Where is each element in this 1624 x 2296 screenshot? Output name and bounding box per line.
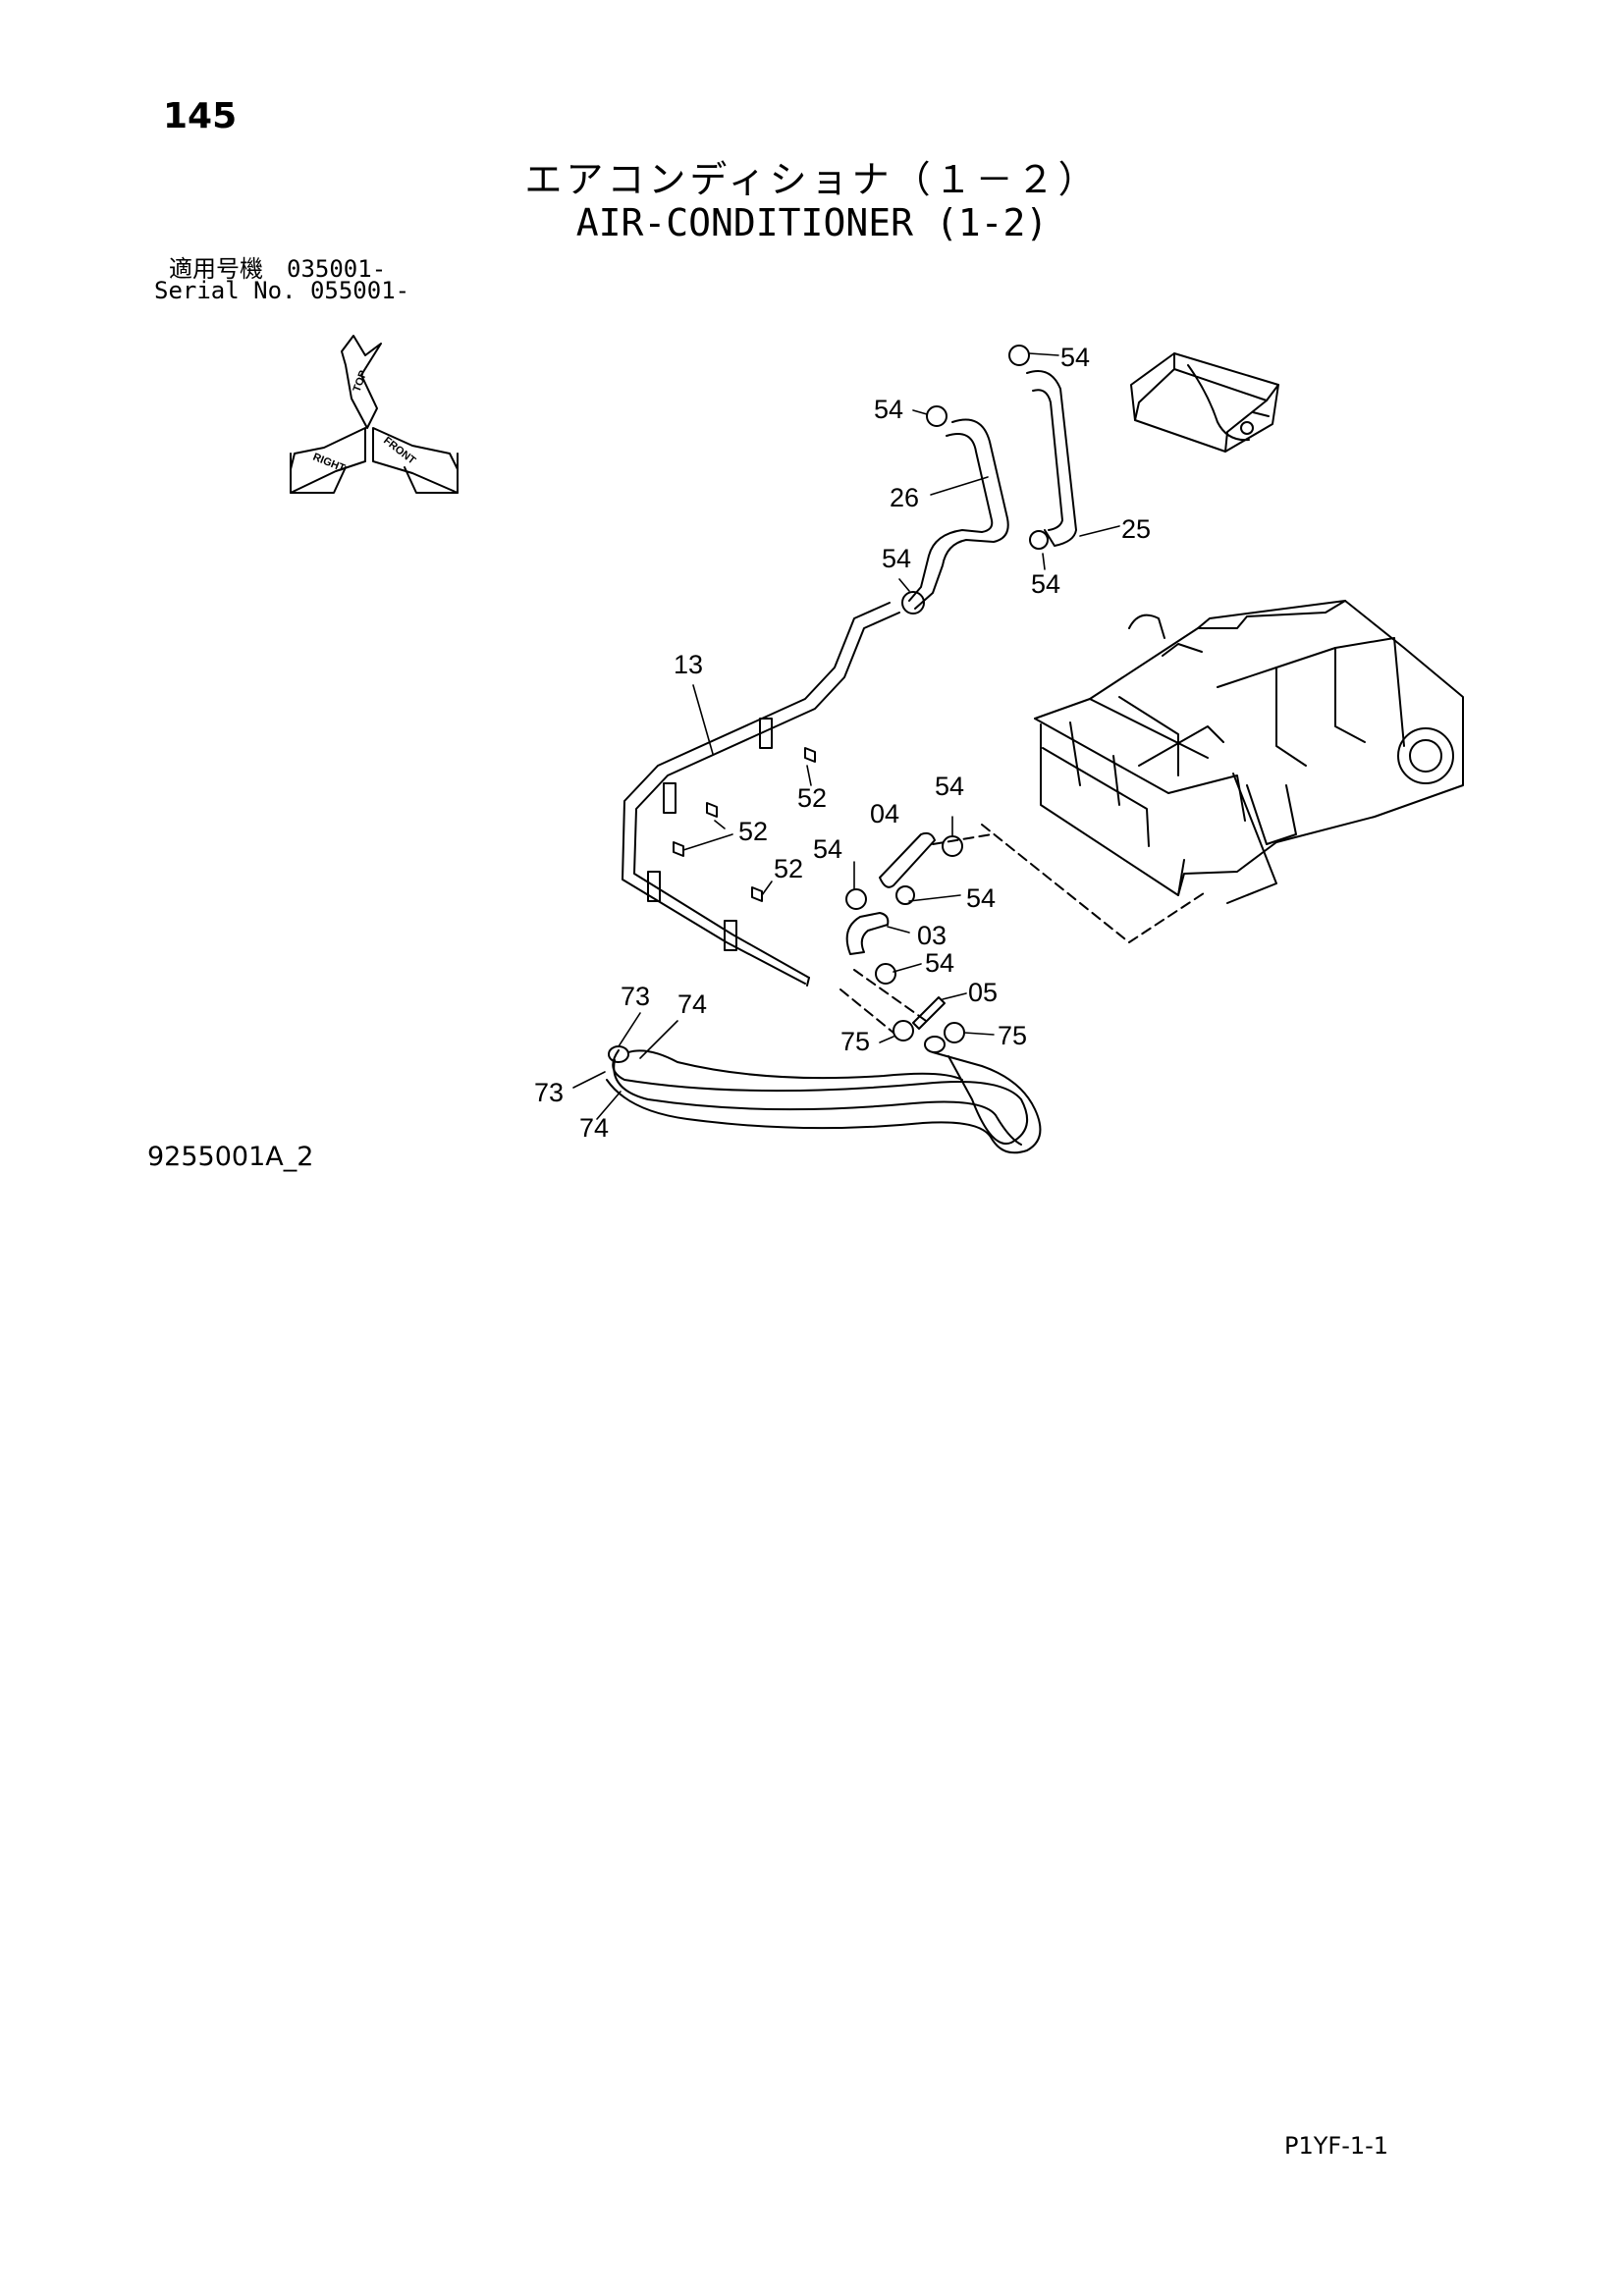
callout-54-hose03: 54: [966, 883, 996, 913]
orientation-top-label: TOP: [352, 369, 370, 394]
pipe-13: [622, 602, 900, 987]
footer-page-code: P1YF-1-1: [1284, 2132, 1389, 2160]
callout-52-c: 52: [774, 854, 803, 883]
callout-54-mid-right: 54: [1031, 569, 1060, 599]
bolts-52: [673, 747, 816, 902]
page-number: 145: [163, 96, 238, 136]
nipple-05: [912, 996, 946, 1030]
hose-04: [879, 831, 936, 888]
hose-26: [908, 418, 1009, 610]
callout-74-top: 74: [677, 989, 707, 1019]
callout-73-top: 73: [621, 982, 650, 1011]
callout-13: 13: [674, 650, 703, 679]
callout-52-a: 52: [797, 783, 827, 813]
heater-unit: [1034, 600, 1464, 904]
clamp-54-lower: [875, 963, 896, 985]
callout-75-right: 75: [998, 1021, 1027, 1050]
callout-04: 04: [870, 799, 899, 828]
callout-26: 26: [890, 483, 919, 512]
page-title-english: AIR-CONDITIONER (1-2): [575, 201, 1049, 244]
illustration-reference-code: 9255001A_2: [147, 1142, 314, 1172]
hose-25: [1026, 370, 1077, 547]
hose-03: [845, 912, 890, 955]
callout-54-left-clamp: 54: [813, 834, 842, 864]
callout-52-b: 52: [738, 817, 768, 846]
orientation-right-label: RIGHT: [311, 452, 347, 475]
right-arrow-block: [290, 453, 347, 494]
callout-54-upper-left: 54: [874, 395, 903, 424]
clamp-54-mid-right: [1029, 530, 1049, 550]
blower-motor-unit: [1130, 352, 1279, 453]
callout-54-lower: 54: [925, 948, 954, 978]
callout-75-left: 75: [840, 1027, 870, 1056]
serial-applicability-japanese: 適用号機 035001-: [169, 255, 387, 283]
callout-05: 05: [968, 978, 998, 1007]
callout-54-top: 54: [1060, 343, 1090, 372]
clamp-75-right: [944, 1022, 965, 1043]
clamp-54-right: [942, 835, 963, 857]
clamp-54-hose04-end: [895, 885, 915, 905]
clamp-54-top: [1008, 345, 1030, 366]
clamp-54-mid: [901, 591, 925, 614]
orientation-indicator: TOP RIGHT FRONT: [290, 335, 459, 494]
page-title-japanese: エアコンディショナ（１－２）: [524, 158, 1100, 201]
hoses-73-74: [606, 1036, 1042, 1154]
callout-54-mid: 54: [882, 544, 911, 573]
serial-applicability-english: Serial No. 055001-: [154, 277, 410, 304]
leader-lines: [572, 352, 1120, 1120]
callout-54-right-clamp: 54: [935, 772, 964, 801]
callout-numbers: 54 54 26 25 54 54 13 52 04 54 52 54 52 5…: [534, 343, 1151, 1143]
callout-73-bottom: 73: [534, 1078, 564, 1107]
top-arrow: [341, 335, 382, 429]
front-arrow-block: [404, 453, 459, 494]
clamp-54-upper-left: [926, 405, 947, 427]
clamp-54-left: [845, 888, 867, 910]
clamp-75-left: [893, 1020, 914, 1041]
callout-03: 03: [917, 921, 947, 950]
callout-74-bottom: 74: [579, 1113, 609, 1143]
callout-25: 25: [1121, 514, 1151, 544]
